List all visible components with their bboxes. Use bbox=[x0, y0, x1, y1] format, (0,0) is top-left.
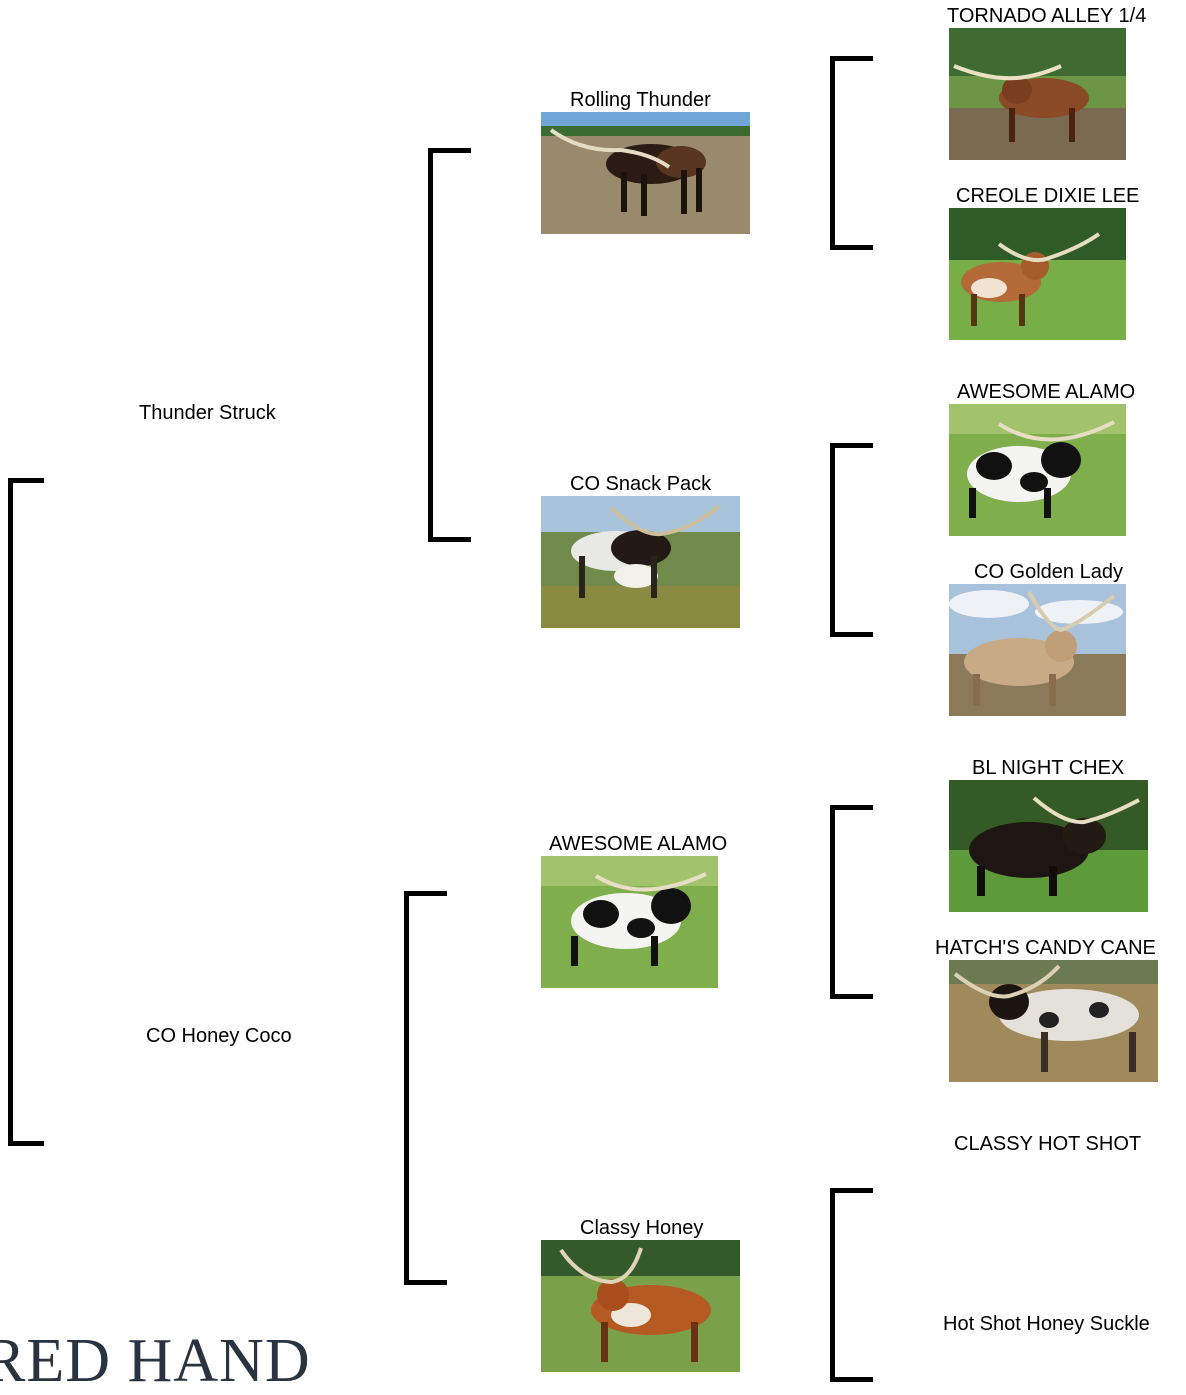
bracket-classy-honey bbox=[830, 1188, 873, 1382]
dam-bracket bbox=[404, 891, 447, 1285]
dam-sire-photo[interactable] bbox=[541, 856, 718, 988]
sire-name[interactable]: Thunder Struck bbox=[139, 402, 276, 424]
gen3-g-name[interactable]: CLASSY HOT SHOT bbox=[954, 1133, 1142, 1155]
root-bracket bbox=[8, 478, 44, 1146]
sire-bracket bbox=[428, 148, 471, 542]
dam-name[interactable]: CO Honey Coco bbox=[146, 1025, 292, 1047]
bracket-snack-pack bbox=[830, 443, 873, 637]
gen3-h-name[interactable]: Hot Shot Honey Suckle bbox=[943, 1313, 1150, 1335]
dam-sire-name[interactable]: AWESOME ALAMO bbox=[549, 833, 728, 855]
sire-sire-name[interactable]: Rolling Thunder bbox=[570, 89, 711, 111]
sire-sire-photo[interactable] bbox=[541, 112, 750, 234]
gen3-f-name[interactable]: HATCH'S CANDY CANE bbox=[935, 937, 1156, 959]
gen3-b-photo[interactable] bbox=[949, 208, 1126, 340]
gen3-d-photo[interactable] bbox=[949, 584, 1126, 716]
dam-dam-name[interactable]: Classy Honey bbox=[580, 1217, 704, 1239]
gen3-a-photo[interactable] bbox=[949, 28, 1126, 160]
dam-dam-photo[interactable] bbox=[541, 1240, 740, 1372]
gen3-b-name[interactable]: CREOLE DIXIE LEE bbox=[956, 185, 1140, 207]
bracket-awesome-alamo bbox=[830, 805, 873, 999]
gen3-f-photo[interactable] bbox=[949, 960, 1158, 1082]
gen3-d-name[interactable]: CO Golden Lady bbox=[974, 561, 1123, 583]
gen3-c-name[interactable]: AWESOME ALAMO bbox=[957, 381, 1136, 403]
gen3-c-photo[interactable] bbox=[949, 404, 1126, 536]
brand-logo-text: RED HAND bbox=[0, 1327, 311, 1395]
sire-dam-name[interactable]: CO Snack Pack bbox=[570, 473, 712, 495]
gen3-a-name[interactable]: TORNADO ALLEY 1/4 bbox=[947, 5, 1147, 27]
gen3-e-photo[interactable] bbox=[949, 780, 1148, 912]
sire-dam-photo[interactable] bbox=[541, 496, 740, 628]
bracket-rolling-thunder bbox=[830, 56, 873, 250]
gen3-e-name[interactable]: BL NIGHT CHEX bbox=[972, 757, 1125, 779]
